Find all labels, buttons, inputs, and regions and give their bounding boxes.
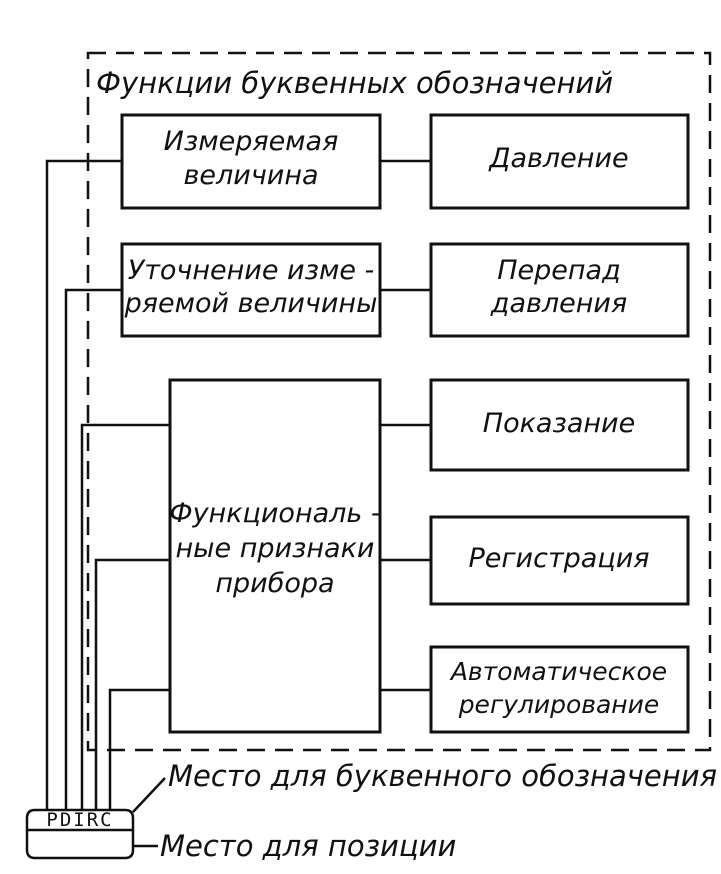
instrument-symbol bbox=[25, 808, 135, 860]
block-measured-quantity-line1: Измеряемая bbox=[164, 126, 339, 157]
block-automatic-control-line2: регулирование bbox=[458, 690, 660, 719]
block-functional-features-line3: прибора bbox=[215, 568, 334, 599]
block-registration bbox=[429, 515, 690, 606]
block-measured-quantity-line2: величина bbox=[183, 160, 318, 191]
block-pressure bbox=[429, 113, 690, 210]
block-quantity-refinement-line2: ряемой величины bbox=[124, 288, 378, 319]
leader-r bbox=[94, 558, 170, 810]
instrument-code: PDIRC bbox=[46, 809, 113, 831]
block-automatic-control-line1: Автоматическое bbox=[449, 657, 667, 686]
block-measured-quantity bbox=[120, 113, 382, 210]
caption-position-place: Место для позиции bbox=[160, 829, 456, 863]
leader-i bbox=[80, 423, 170, 810]
block-functional-features bbox=[168, 378, 382, 734]
frame-title: Функции буквенных обозначений bbox=[96, 66, 613, 100]
block-functional-features-line2: ные признаки bbox=[176, 533, 375, 564]
leader-letter-place bbox=[132, 777, 166, 813]
block-quantity-refinement bbox=[120, 242, 382, 338]
leader-p bbox=[45, 159, 122, 810]
block-registration-label: Регистрация bbox=[468, 543, 649, 574]
leader-d bbox=[64, 288, 122, 810]
caption-letter-place: Место для буквенного обозначения bbox=[168, 759, 717, 793]
block-pressure-drop-line2: давления bbox=[490, 288, 627, 319]
functions-frame bbox=[86, 51, 712, 752]
block-indication-label: Показание bbox=[483, 408, 635, 439]
block-functional-features-line1: Функциональ - bbox=[169, 498, 380, 529]
leader-c bbox=[108, 688, 170, 810]
block-pressure-drop bbox=[429, 242, 690, 338]
block-quantity-refinement-line1: Уточнение изме - bbox=[128, 255, 375, 286]
block-pressure-label: Давление bbox=[488, 143, 628, 174]
block-pressure-drop-line1: Перепад bbox=[497, 255, 621, 286]
block-indication bbox=[429, 378, 690, 472]
block-automatic-control bbox=[429, 645, 690, 734]
